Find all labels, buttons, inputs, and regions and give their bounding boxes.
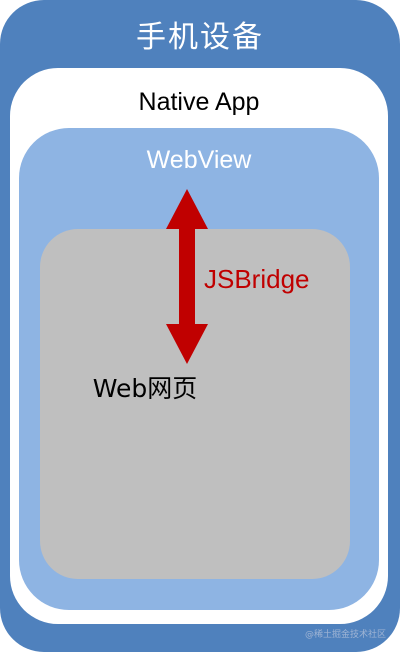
watermark: @稀土掘金技术社区 bbox=[304, 630, 386, 640]
webview-container: WebView Web网页 bbox=[19, 128, 379, 610]
device-title: 手机设备 bbox=[136, 20, 264, 55]
webpage-container: Web网页 bbox=[40, 229, 350, 579]
arrow-shape bbox=[166, 189, 208, 364]
native-app-title: Native App bbox=[138, 88, 260, 116]
webpage-title: Web网页 bbox=[92, 374, 198, 403]
webview-title: WebView bbox=[146, 146, 252, 174]
bidirectional-arrow-icon bbox=[166, 189, 208, 364]
native-app-container: Native App WebView Web网页 bbox=[10, 68, 388, 624]
jsbridge-label: JSBridge bbox=[204, 264, 310, 294]
